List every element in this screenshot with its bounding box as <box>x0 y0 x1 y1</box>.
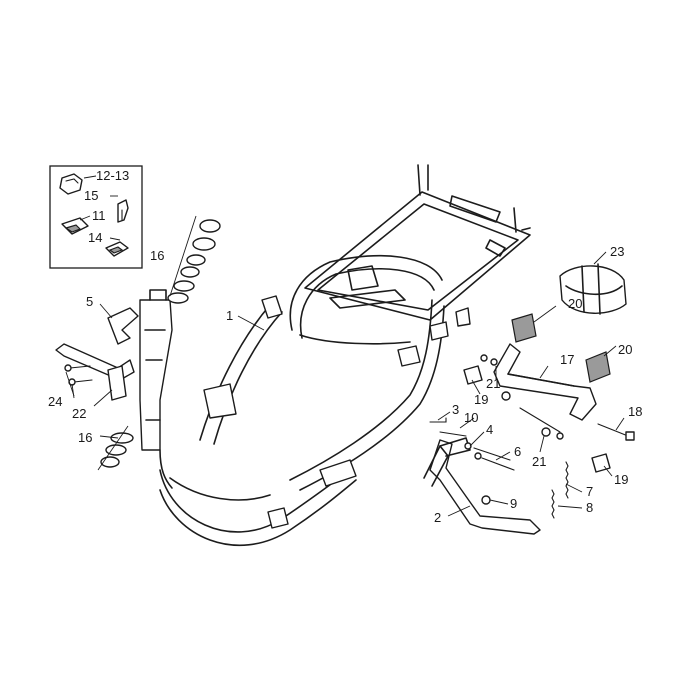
bracket-22 <box>55 343 135 401</box>
stand-support-17 <box>493 343 597 421</box>
callout-12-13: 12-13 <box>96 168 129 183</box>
bracket-5 <box>107 307 139 345</box>
callout-16-bottom: 16 <box>78 430 92 445</box>
callout-20-right: 20 <box>618 342 632 357</box>
callout-24: 24 <box>48 394 62 409</box>
callout-18: 18 <box>628 404 642 419</box>
washers-21 <box>480 354 564 440</box>
leader-lines <box>65 251 625 517</box>
callout-11: 11 <box>92 208 106 223</box>
centre-stand-2 <box>423 437 541 535</box>
callout-21-left: 21 <box>486 376 500 391</box>
callout-5: 5 <box>86 294 93 309</box>
main-frame <box>139 164 531 547</box>
clip-nut-12-13 <box>59 173 83 195</box>
cover-23 <box>559 263 627 315</box>
callout-6: 6 <box>514 444 521 459</box>
callout-14: 14 <box>88 230 102 245</box>
callout-19-right: 19 <box>614 472 628 487</box>
callout-3: 3 <box>452 402 459 417</box>
washer-9 <box>481 495 491 505</box>
callout-23: 23 <box>610 244 624 259</box>
clip-11 <box>61 217 89 235</box>
callout-19-left: 19 <box>474 392 488 407</box>
callout-labels: 1 2 3 4 5 6 7 8 9 10 11 12-13 14 15 16 1… <box>48 168 642 525</box>
clip-14 <box>105 241 129 257</box>
springs-7-8 <box>551 461 569 519</box>
callout-7: 7 <box>586 484 593 499</box>
callout-8: 8 <box>586 500 593 515</box>
callout-9: 9 <box>510 496 517 511</box>
callout-4: 4 <box>486 422 493 437</box>
steering-bearing-top-16 <box>167 215 221 304</box>
callout-22: 22 <box>72 406 86 421</box>
callout-15: 15 <box>84 188 98 203</box>
steering-bearing-bottom-16 <box>97 425 134 471</box>
callout-2: 2 <box>434 510 441 525</box>
cable-holder-15 <box>117 199 129 223</box>
callout-10: 10 <box>464 410 478 425</box>
callout-17: 17 <box>560 352 574 367</box>
inset-clips-box <box>49 165 143 269</box>
callout-20-left: 20 <box>568 296 582 311</box>
callout-21-right: 21 <box>532 454 546 469</box>
bolts-18 <box>519 407 635 441</box>
callout-1: 1 <box>226 308 233 323</box>
callout-16-top: 16 <box>150 248 164 263</box>
stand-pins-3-4-6 <box>429 417 515 471</box>
rubber-pads-20 <box>511 313 611 383</box>
